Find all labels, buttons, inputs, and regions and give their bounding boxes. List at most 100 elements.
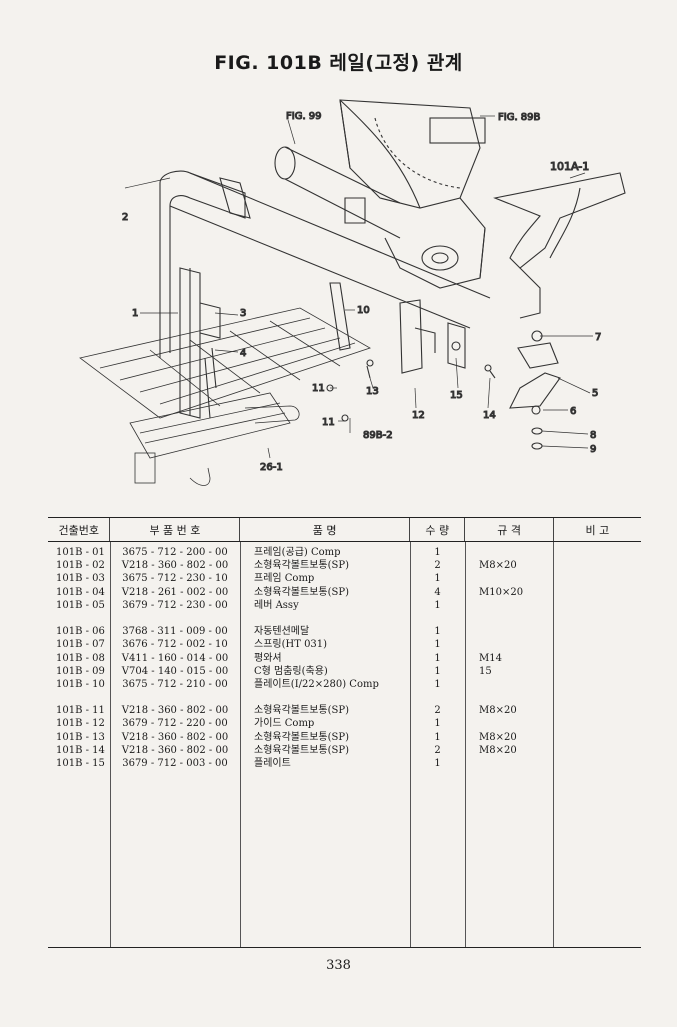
- cell-remarks: [553, 638, 641, 651]
- cell-item-no: 101B - 05: [56, 599, 105, 611]
- callout-89b-2: 89B-2: [363, 430, 393, 441]
- cell-item-no: 101B - 03: [56, 573, 105, 585]
- cell-quantity: 1: [434, 652, 441, 664]
- cell-part-name: 자동텐션메달: [254, 626, 310, 638]
- callout-13: 13: [366, 386, 379, 397]
- lever-assembly-drawing: [493, 172, 626, 450]
- cell-part-no: 3675 - 712 - 200 - 00: [122, 547, 228, 558]
- cell-part-name: 가이드 Comp: [254, 718, 315, 730]
- callout-6: 6: [570, 406, 576, 417]
- cell-item-no: 101B - 06: [56, 626, 105, 638]
- cell-part-name: 프레임 Comp: [254, 573, 315, 585]
- cell-quantity: 1: [434, 731, 441, 743]
- callout-fig99: FIG. 99: [286, 111, 322, 122]
- cell-part-name: 플레이트(I/22×280) Comp: [254, 678, 379, 690]
- cell-quantity: 1: [434, 626, 441, 638]
- cell-remarks: [553, 757, 641, 770]
- exploded-parts-diagram: FIG. 99 FIG. 89B 101A-1 1 2 3 4 5 6 7 8 …: [40, 88, 640, 503]
- cell-item-no: 101B - 09: [56, 665, 105, 677]
- cell-quantity: 4: [434, 586, 441, 598]
- table-row: 101B - 10 3675 - 712 - 210 - 00 플레이트(I/22×…: [48, 678, 641, 691]
- cell-part-no: 3679 - 712 - 230 - 00: [122, 599, 228, 611]
- table-rows: 101B - 01 3675 - 712 - 200 - 00 프레임(공급) Co…: [48, 546, 641, 770]
- cell-quantity: 2: [434, 744, 441, 756]
- cell-part-no: 3675 - 712 - 210 - 00: [122, 678, 228, 690]
- row-spacer: [48, 612, 641, 625]
- callout-2: 2: [122, 212, 128, 223]
- cell-quantity: 1: [434, 573, 441, 585]
- cell-remarks: [553, 625, 641, 638]
- cell-spec: [465, 546, 553, 559]
- cell-item-no: 101B - 01: [56, 547, 105, 558]
- cell-quantity: 1: [434, 665, 441, 677]
- cell-item-no: 101B - 07: [56, 639, 105, 651]
- header-remarks: 비 고: [585, 523, 610, 537]
- cell-spec: M10×20: [479, 586, 524, 598]
- cell-remarks: [553, 652, 641, 665]
- cell-part-name: 프레임(공급) Comp: [254, 547, 341, 558]
- cell-part-no: V218 - 261 - 002 - 00: [121, 586, 229, 598]
- cell-quantity: 1: [434, 758, 441, 769]
- page-title: FIG. 101B 레일(고정) 관계: [214, 52, 463, 74]
- cell-part-no: 3679 - 712 - 220 - 00: [122, 718, 228, 730]
- callout-15: 15: [450, 390, 463, 401]
- callout-1: 1: [132, 308, 138, 319]
- cell-quantity: 1: [434, 718, 441, 730]
- callout-11-a: 11: [312, 383, 325, 394]
- header-part-name: 품 명: [240, 518, 410, 541]
- cell-item-no: 101B - 10: [56, 678, 105, 690]
- cell-part-no: V218 - 360 - 802 - 00: [121, 744, 229, 756]
- callout-fig89b: FIG. 89B: [498, 112, 541, 123]
- cell-spec: [465, 638, 553, 651]
- cell-part-name: 소형육각볼트보통(SP): [254, 705, 349, 717]
- cell-part-no: V218 - 360 - 802 - 00: [121, 560, 229, 572]
- callout-26-1: 26-1: [260, 462, 283, 473]
- cell-item-no: 101B - 08: [56, 652, 105, 664]
- table-row: 101B - 01 3675 - 712 - 200 - 00 프레임(공급) Co…: [48, 546, 641, 559]
- callout-10: 10: [357, 305, 370, 316]
- cell-spec: M8×20: [479, 731, 517, 743]
- cell-item-no: 101B - 14: [56, 744, 105, 756]
- cell-item-no: 101B - 15: [56, 758, 105, 769]
- cell-spec: 15: [479, 665, 492, 677]
- cell-remarks: [553, 704, 641, 717]
- cell-part-name: 스프링(HT 031): [254, 639, 328, 651]
- cell-spec: [465, 717, 553, 730]
- cell-part-name: C형 멈춤링(축용): [254, 665, 328, 677]
- cell-part-name: 소형육각볼트보통(SP): [254, 731, 349, 743]
- row-spacer: [48, 691, 641, 704]
- cell-spec: M8×20: [479, 560, 517, 572]
- cell-part-name: 플레이트: [254, 758, 291, 769]
- callout-4: 4: [240, 348, 246, 359]
- cell-quantity: 1: [434, 678, 441, 690]
- table-header: 건출번호 부 품 번 호 품 명 수 량 규 격 비 고: [48, 517, 641, 542]
- cell-part-no: 3679 - 712 - 003 - 00: [122, 758, 228, 769]
- cell-remarks: [553, 546, 641, 559]
- cell-spec: M8×20: [479, 744, 517, 756]
- callout-11-b: 11: [322, 417, 335, 428]
- cell-spec: M8×20: [479, 705, 517, 717]
- cell-spec: [465, 599, 553, 612]
- cell-quantity: 2: [434, 560, 441, 572]
- header-part-no: 부 품 번 호: [110, 518, 241, 541]
- header-item-no: 건출번호: [48, 518, 111, 541]
- cell-item-no: 101B - 12: [56, 718, 105, 730]
- leader-lines: [124, 115, 593, 459]
- callout-8: 8: [590, 430, 596, 441]
- cell-spec: [465, 625, 553, 638]
- cell-remarks: [553, 717, 641, 730]
- cell-part-name: 소형육각볼트보통(SP): [254, 744, 349, 756]
- drum-housing-drawing: [339, 99, 486, 289]
- cell-item-no: 101B - 11: [56, 705, 105, 717]
- callout-7: 7: [595, 332, 601, 343]
- cell-item-no: 101B - 04: [56, 586, 105, 598]
- table-row: 101B - 12 3679 - 712 - 220 - 00 가이드 Comp 1: [48, 717, 641, 730]
